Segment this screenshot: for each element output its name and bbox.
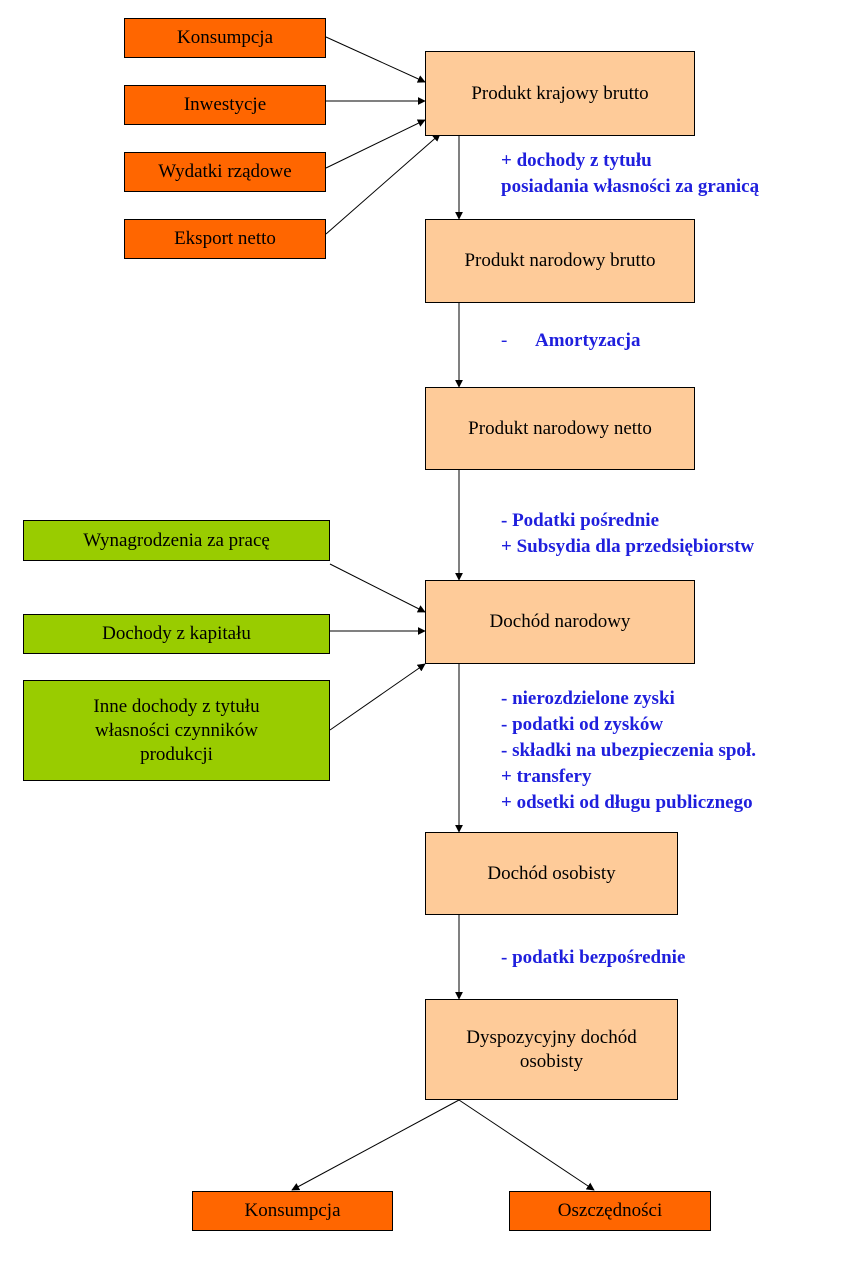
- box-produkt-narodowy-brutto: Produkt narodowy brutto: [425, 219, 695, 303]
- box-wynagrodzenia-label: Wynagrodzenia za pracę: [83, 529, 270, 551]
- arrow-wynagrodzenia-to-dn: [329, 563, 426, 613]
- box-konsumpcja-input-label: Konsumpcja: [176, 27, 274, 48]
- arrow-ddo-to-oszczednosci: [458, 1099, 595, 1191]
- box-wydatki-rzadowe: Wydatki rządowe: [124, 152, 326, 192]
- box-dyspozycyjny-dochod-osobisty: Dyspozycyjny dochód osobisty: [425, 999, 678, 1100]
- note-dochody-z-zagranicy-line1: + dochody z tytułu: [501, 150, 652, 171]
- box-inne-dochody-line3: produkcji: [140, 743, 213, 765]
- box-dyspozycyjny-line2: osobisty: [519, 1050, 584, 1072]
- box-produkt-narodowy-netto-label: Produkt narodowy netto: [468, 417, 652, 439]
- box-inne-dochody: Inne dochody z tytułu własności czynnikó…: [23, 680, 330, 781]
- box-produkt-narodowy-brutto-label: Produkt narodowy brutto: [464, 250, 656, 271]
- box-inwestycje: Inwestycje: [124, 85, 326, 125]
- box-dochod-osobisty-label: Dochód osobisty: [487, 862, 616, 884]
- note-adjustment-line2: - podatki od zysków: [501, 714, 664, 735]
- note-adjustment-line3: - składki na ubezpieczenia społ.: [501, 740, 756, 761]
- box-wynagrodzenia-za-prace: Wynagrodzenia za pracę: [23, 520, 330, 561]
- note-adjustment-line1: - nierozdzielone zyski: [501, 688, 675, 709]
- arrow-ddo-to-konsumpcja: [291, 1099, 460, 1191]
- box-inne-dochody-line1: Inne dochody z tytułu: [93, 695, 260, 717]
- note-dochody-z-zagranicy: + dochody z tytułu posiadania własności …: [501, 148, 759, 200]
- box-dyspozycyjny-line1: Dyspozycyjny dochód: [466, 1026, 637, 1048]
- arrow-eksport-to-pkb: [325, 133, 441, 235]
- arrow-inne-to-dn: [329, 663, 426, 731]
- note-amortyzacja-text: Amortyzacja: [535, 330, 641, 351]
- note-podatki-posrednie-line2: + Subsydia dla przedsiębiorstw: [501, 536, 755, 557]
- box-produkt-narodowy-netto: Produkt narodowy netto: [425, 387, 695, 470]
- box-dochod-narodowy: Dochód narodowy: [425, 580, 695, 664]
- box-oszczednosci-label: Oszczędności: [557, 1200, 663, 1221]
- arrow-wydatki-to-pkb: [325, 119, 426, 169]
- box-wydatki-rzadowe-label: Wydatki rządowe: [158, 161, 292, 182]
- note-podatki-posrednie: - Podatki pośrednie + Subsydia dla przed…: [501, 508, 754, 560]
- box-inwestycje-label: Inwestycje: [183, 94, 267, 115]
- note-dochody-z-zagranicy-line2: posiadania własności za granicą: [501, 176, 760, 197]
- box-produkt-krajowy-brutto-label: Produkt krajowy brutto: [471, 82, 649, 104]
- box-konsumpcja-output-label: Konsumpcja: [244, 1200, 341, 1221]
- note-podatki-bezposrednie: - podatki bezpośrednie: [501, 945, 685, 971]
- box-produkt-krajowy-brutto: Produkt krajowy brutto: [425, 51, 695, 136]
- note-amortyzacja: - Amortyzacja: [501, 328, 641, 354]
- box-oszczednosci: Oszczędności: [509, 1191, 711, 1231]
- box-eksport-netto-label: Eksport netto: [174, 228, 276, 249]
- note-adjustment-line4: + transfery: [501, 766, 592, 787]
- note-adjustment-line5: + odsetki od długu publicznego: [501, 792, 753, 813]
- note-dochod-osobisty-adjustments: - nierozdzielone zyski - podatki od zysk…: [501, 686, 756, 816]
- box-konsumpcja-output: Konsumpcja: [192, 1191, 393, 1231]
- box-dochody-z-kapitalu-label: Dochody z kapitału: [102, 623, 251, 644]
- box-dochod-osobisty: Dochód osobisty: [425, 832, 678, 915]
- note-podatki-posrednie-line1: - Podatki pośrednie: [501, 510, 660, 531]
- box-konsumpcja-input: Konsumpcja: [124, 18, 326, 58]
- note-podatki-bezposrednie-line1: - podatki bezpośrednie: [501, 947, 686, 968]
- box-eksport-netto: Eksport netto: [124, 219, 326, 259]
- arrow-konsumpcja-to-pkb: [325, 36, 426, 83]
- box-inne-dochody-line2: własności czynników: [94, 719, 259, 741]
- note-amortyzacja-dash: -: [501, 330, 508, 351]
- box-dochody-z-kapitalu: Dochody z kapitału: [23, 614, 330, 654]
- box-dochod-narodowy-label: Dochód narodowy: [489, 611, 631, 632]
